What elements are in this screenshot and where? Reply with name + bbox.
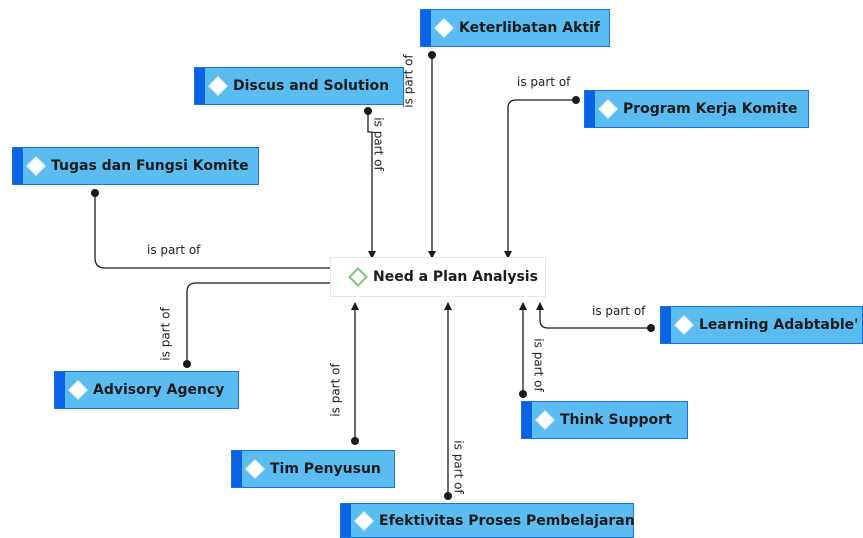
relation-label-advisory: is part of [158, 307, 173, 361]
concept-diamond-icon [535, 410, 555, 430]
node-program-kerja-komite[interactable]: Program Kerja Komite [584, 90, 809, 128]
connector-discus [367, 111, 376, 259]
connector-dot [364, 107, 372, 115]
concept-diamond-icon [348, 267, 368, 287]
relation-label-think: is part of [531, 338, 546, 392]
node-label: Advisory Agency [93, 382, 225, 398]
node-stripe [341, 504, 351, 537]
relation-label-tim: is part of [328, 363, 343, 417]
connector-advisory [186, 279, 341, 364]
node-advisory-agency[interactable]: Advisory Agency [54, 371, 239, 409]
relation-label-program: is part of [517, 75, 571, 89]
node-label: Keterlibatan Aktif [459, 20, 600, 36]
connector-dot [444, 492, 452, 500]
node-stripe [661, 307, 671, 343]
concept-diamond-icon [598, 99, 618, 119]
node-stripe [522, 402, 532, 438]
relation-label-tugas: is part of [147, 243, 201, 257]
node-stripe [55, 372, 65, 408]
center-concept-label: Need a Plan Analysis [373, 269, 538, 285]
connector-learning [536, 302, 651, 329]
connector-dot [519, 390, 527, 398]
relation-label-discus: is part of [371, 117, 386, 171]
node-keterlibatan-aktif[interactable]: Keterlibatan Aktif [420, 9, 610, 47]
node-stripe [195, 68, 205, 104]
node-label: Discus and Solution [233, 78, 390, 94]
concept-diamond-icon [434, 18, 454, 38]
connector-program [504, 99, 576, 259]
node-label: Think Support [560, 412, 672, 428]
connector-dot [428, 51, 436, 59]
connector-dot [351, 437, 359, 445]
concept-diamond-icon [26, 156, 46, 176]
connector-dot [91, 189, 99, 197]
connector-tugas [94, 193, 341, 272]
relation-label-efektivitas: is part of [451, 440, 466, 494]
center-concept-node[interactable]: Need a Plan Analysis [330, 257, 546, 297]
node-stripe [232, 451, 242, 487]
node-label: Efektivitas Proses Pembelajaran [379, 512, 635, 529]
node-think-support[interactable]: Think Support [521, 401, 688, 439]
node-stripe [585, 91, 595, 127]
concept-diamond-icon [354, 510, 374, 531]
relation-label-learning: is part of [592, 304, 646, 318]
concept-diamond-icon [68, 380, 88, 400]
node-discus-and-solution[interactable]: Discus and Solution [194, 67, 404, 105]
node-label: Tugas dan Fungsi Komite [51, 158, 249, 174]
node-label: Learning Adabtable' [699, 317, 859, 333]
connector-dot [183, 360, 191, 368]
connector-dot [572, 96, 580, 104]
concept-diamond-icon [674, 315, 694, 335]
node-efektivitas-proses-pembelajaran[interactable]: Efektivitas Proses Pembelajaran [340, 503, 635, 538]
node-tugas-dan-fungsi-komite[interactable]: Tugas dan Fungsi Komite [12, 147, 259, 185]
connector-dot [647, 324, 655, 332]
node-stripe [13, 148, 23, 184]
node-label: Program Kerja Komite [623, 101, 798, 117]
node-tim-penyusun[interactable]: Tim Penyusun [231, 450, 395, 488]
concept-diamond-icon [208, 76, 228, 96]
node-learning-adabtable[interactable]: Learning Adabtable' [660, 306, 863, 344]
node-label: Tim Penyusun [270, 461, 381, 477]
concept-diamond-icon [245, 459, 265, 479]
node-stripe [421, 10, 431, 46]
